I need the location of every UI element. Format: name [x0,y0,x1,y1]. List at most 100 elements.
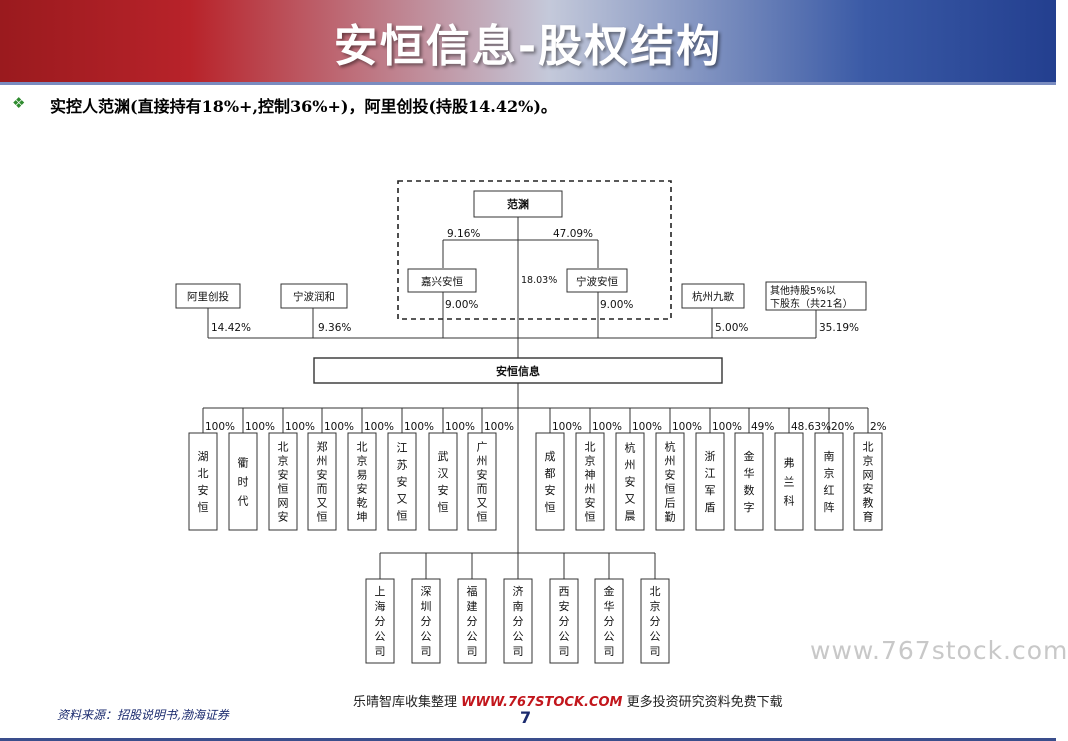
jiaxing-anheng-label: 嘉兴安恒 [421,275,463,288]
branch-label-2: 福建分公司 [467,584,478,658]
shareholder-box-ali [175,283,241,309]
branch-box-6 [640,578,670,664]
subsidiary-pct-6: 100% [445,421,475,433]
watermark: www.767stock.com [810,636,1068,665]
branch-label-5: 金华分公司 [604,584,615,658]
subsidiary-box-12 [695,432,725,531]
shareholder-label-jiuge: 杭州九歌 [692,290,734,303]
subsidiary-pct-10: 100% [632,421,662,433]
jiaxing-anheng-box [407,268,477,293]
subsidiary-box-16 [853,432,883,531]
shareholder-label-runhe: 宁波润和 [293,290,335,303]
subsidiary-label-15: 南京红阵 [824,450,835,514]
controller-box [473,190,563,218]
subsidiary-label-7: 广州安而又恒 [477,441,488,524]
subsidiary-label-0: 湖北安恒 [198,450,209,514]
controller-group-outline [397,180,672,320]
subsidiary-box-0 [188,432,218,531]
subsidiary-box-2 [268,432,298,531]
subsidiary-pct-8: 100% [552,421,582,433]
branch-label-1: 深圳分公司 [421,585,432,658]
shareholder-label-others-2: 下股东（共21名） [770,297,853,310]
branch-label-0: 上海分公司 [375,585,386,658]
subsidiary-label-1: 衢时代 [238,457,249,508]
subsidiary-box-8 [535,432,565,531]
subsidiary-box-4 [347,432,377,531]
shareholder-pct-ali: 14.42% [211,322,251,334]
headline: 实控人范渊(直接持有18%+,控制36%+)，阿里创投(持股14.42%)。 [50,97,557,116]
subsidiary-label-10: 杭州安又晨 [625,441,636,523]
subsidiary-box-14 [774,432,804,531]
subsidiary-box-15 [814,432,844,531]
branch-box-2 [457,578,487,664]
footer-banner-site[interactable]: WWW.767STOCK.COM [461,695,623,710]
subsidiary-box-1 [228,432,258,531]
branch-box-1 [411,578,441,664]
shareholder-pct-jiuge: 5.00% [715,322,748,334]
bottom-divider [0,738,1056,741]
jiaxing-lower-pct: 9.00% [445,299,478,311]
subsidiary-pct-9: 100% [592,421,622,433]
jiaxing-upper-pct: 9.16% [447,228,480,240]
subsidiary-pct-3: 100% [324,421,354,433]
subsidiary-pct-5: 100% [404,421,434,433]
page-title: 安恒信息-股权结构 [333,21,723,72]
company-box [313,357,723,384]
subsidiary-label-8: 成都安恒 [545,450,556,514]
branch-label-3: 济南分公司 [513,584,524,658]
title-divider [0,82,1056,85]
page-number: 7 [520,708,532,727]
subsidiary-label-4: 北京易安乾坤 [357,441,368,524]
subsidiary-box-13 [734,432,764,531]
subsidiary-label-5: 江苏安又恒 [397,442,408,523]
shareholder-box-runhe [280,283,348,309]
subsidiary-label-9: 北京神州安恒 [585,441,596,524]
subsidiary-pct-13: 49% [751,421,774,433]
branch-label-4: 西安分公司 [559,585,570,658]
subsidiary-box-6 [428,432,458,531]
ningbo-lower-pct: 9.00% [600,299,633,311]
subsidiary-box-9 [575,432,605,531]
shareholder-box-jiuge [681,283,745,309]
source-note: 资料来源：招股说明书,渤海证券 [57,708,229,722]
bullet-diamond-icon: ❖ [12,94,26,112]
shareholder-label-others-1: 其他持股5%以 [770,284,836,297]
subsidiary-label-2: 北京安恒网安 [278,441,289,524]
shareholder-pct-others: 35.19% [819,322,859,334]
shareholder-label-ali: 阿里创投 [187,290,229,303]
subsidiary-pct-16: 2% [870,421,887,433]
subsidiary-pct-15: 20% [831,421,854,433]
controller-direct-pct: 18.03% [521,275,557,286]
subsidiary-box-10 [615,432,645,531]
branch-box-4 [549,578,579,664]
branch-box-0 [365,578,395,664]
branch-label-6: 北京分公司 [650,585,661,658]
footer-banner: 乐晴智库收集整理 WWW.767STOCK.COM 更多投资研究资料免费下载 [353,691,783,710]
subsidiary-label-11: 杭州安恒后勤 [665,440,676,524]
branch-box-5 [594,578,624,664]
subsidiary-pct-14: 48.63% [791,421,831,433]
subsidiary-pct-7: 100% [484,421,514,433]
subsidiary-label-16: 北京网安教育 [863,441,874,524]
title-bar: 安恒信息-股权结构 [0,0,1056,82]
ningbo-anheng-label: 宁波安恒 [576,275,618,288]
ningbo-upper-pct: 47.09% [553,228,593,240]
subsidiary-pct-2: 100% [285,421,315,433]
shareholder-box-others [765,281,867,311]
subsidiary-label-14: 弗兰科 [784,456,795,508]
branch-box-3 [503,578,533,664]
subsidiary-label-6: 武汉安恒 [438,450,449,514]
subsidiary-label-3: 郑州安而又恒 [317,440,328,524]
subsidiary-box-5 [387,432,417,531]
company-label: 安恒信息 [496,364,540,378]
subsidiary-pct-11: 100% [672,421,702,433]
ningbo-anheng-box [566,268,628,293]
subsidiary-pct-12: 100% [712,421,742,433]
footer-banner-suffix: 更多投资研究资料免费下载 [626,695,783,710]
subsidiary-label-12: 浙江军盾 [705,450,716,514]
subsidiary-box-7 [467,432,497,531]
footer-banner-prefix: 乐晴智库收集整理 [353,695,458,710]
shareholder-pct-runhe: 9.36% [318,322,351,334]
subsidiary-pct-4: 100% [364,421,394,433]
